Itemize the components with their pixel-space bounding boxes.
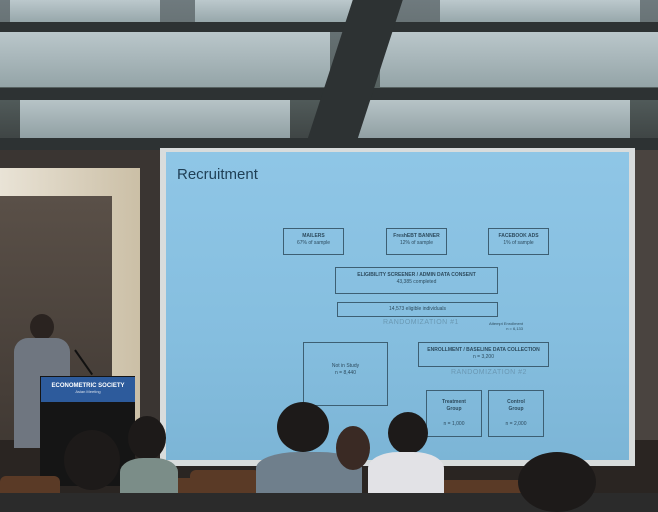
podium-title: ECONOMETRIC SOCIETY [51, 383, 125, 389]
chair [430, 480, 540, 493]
ceiling [0, 0, 658, 150]
eligible-text: 14,573 eligible individuals [389, 306, 446, 312]
audience-shoulders [120, 458, 178, 493]
treatment-name-1: Treatment [442, 399, 466, 405]
not-in-study-box: Not in Study n = 8,440 [303, 342, 388, 406]
enrollment-box: ENROLLMENT / BASELINE DATA COLLECTION n … [418, 342, 549, 367]
control-name-2: Group [508, 406, 524, 412]
attempt-label: Attempt Enrollment [488, 321, 523, 326]
attempt-enrollment: Attempt Enrollment n = 6,133 [468, 321, 523, 331]
not-in-study-value: n = 8,440 [335, 370, 356, 376]
attempt-value: n = 6,133 [506, 326, 523, 331]
enrollment-value: n = 3,200 [473, 354, 494, 360]
eligible-box: 14,573 eligible individuals [337, 302, 498, 317]
source-name: MAILERS [302, 233, 325, 239]
podium-sign: ECONOMETRIC SOCIETY Asian Meeting [41, 377, 135, 402]
randomization-2-label: RANDOMIZATION #2 [451, 369, 527, 376]
podium-subtitle: Asian Meeting [75, 389, 101, 394]
slide-title: Recruitment [177, 166, 258, 183]
control-value: n = 2,000 [505, 421, 527, 427]
speaker-head [30, 314, 54, 340]
chair [0, 476, 60, 493]
audience-shoulders [368, 452, 444, 493]
enrollment-name: ENROLLMENT / BASELINE DATA COLLECTION [427, 347, 540, 353]
audience-head [64, 430, 120, 490]
source-share: 1% of sample [503, 240, 534, 246]
control-group-box: Control Group n = 2,000 [488, 390, 544, 437]
source-box-mailers: MAILERS 67% of sample [283, 228, 344, 255]
source-box-freshebt: FreshEBT BANNER 12% of sample [386, 228, 447, 255]
not-in-study-label: Not in Study [331, 363, 360, 369]
source-share: 67% of sample [296, 240, 331, 246]
screener-name: ELIGIBILITY SCREENER / ADMIN DATA CONSEN… [357, 272, 476, 278]
control-name-1: Control [507, 399, 525, 405]
projection-screen [166, 152, 629, 460]
chair [190, 470, 260, 493]
audience-head [336, 426, 370, 470]
audience-head [518, 452, 596, 512]
source-name: FACEBOOK ADS [498, 233, 539, 239]
audience-head [277, 402, 329, 452]
source-box-facebook: FACEBOOK ADS 1% of sample [488, 228, 549, 255]
source-name: FreshEBT BANNER [393, 233, 440, 239]
audience-head [388, 412, 428, 454]
source-share: 12% of sample [399, 240, 434, 246]
randomization-1-label: RANDOMIZATION #1 [383, 319, 459, 326]
treatment-value: n = 1,000 [443, 421, 465, 427]
screener-detail: 43,385 completed [396, 279, 437, 285]
screener-box: ELIGIBILITY SCREENER / ADMIN DATA CONSEN… [335, 267, 498, 294]
audience-head [128, 416, 166, 460]
treatment-group-box: Treatment Group n = 1,000 [426, 390, 482, 437]
treatment-name-2: Group [446, 406, 462, 412]
